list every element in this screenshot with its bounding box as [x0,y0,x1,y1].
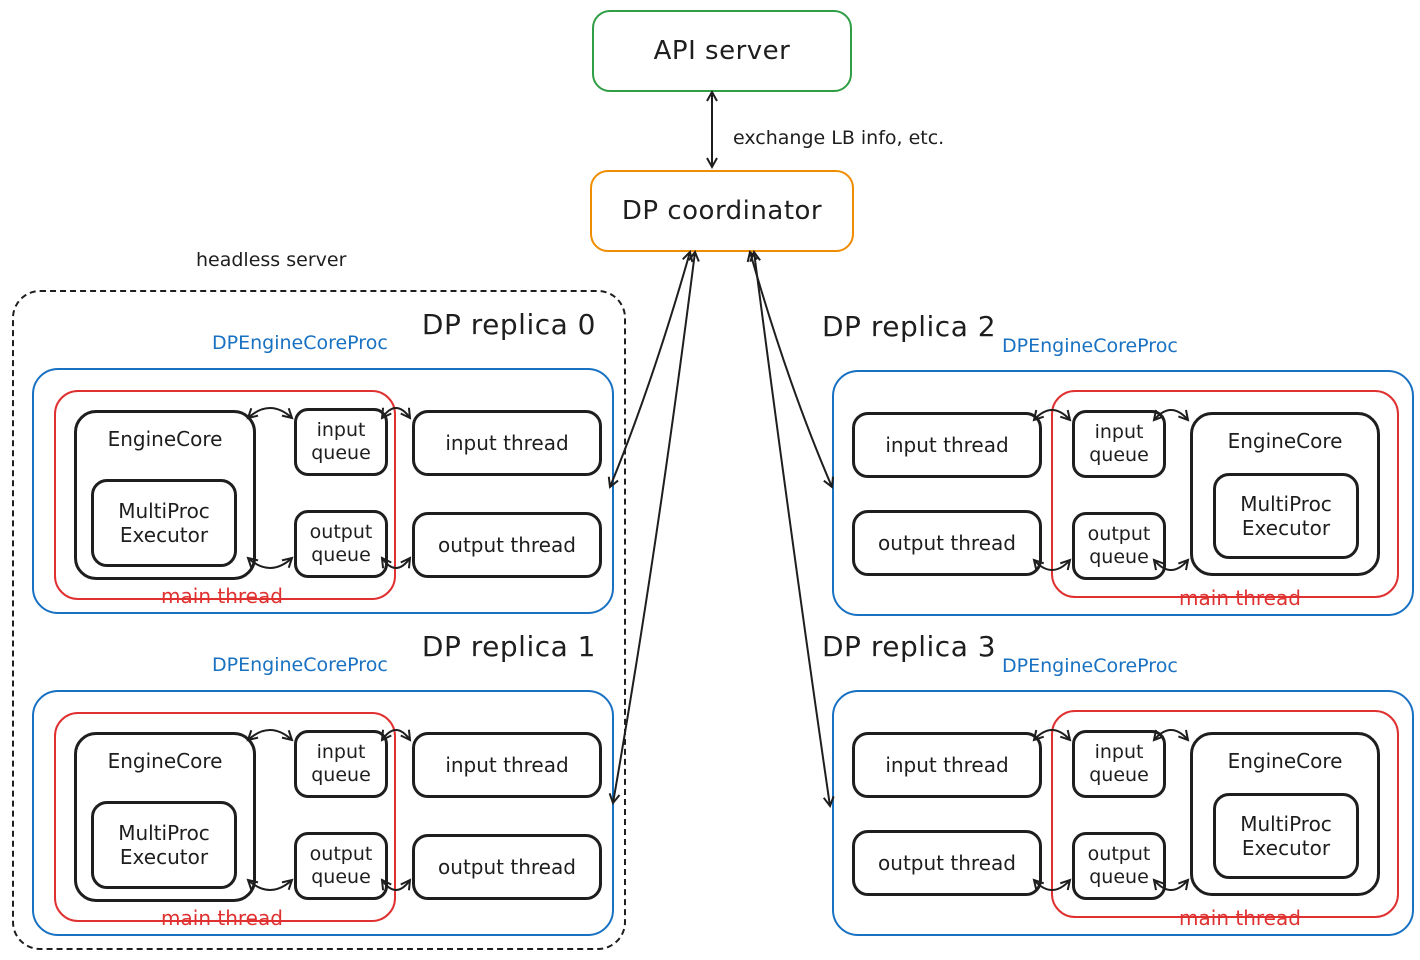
engine-core-box: EngineCore MultiProc Executor [1190,412,1380,576]
engine-core-label: EngineCore [1227,429,1343,453]
dpenginecoreproc-label: DPEngineCoreProc [212,332,388,354]
input-queue-box: input queue [1072,730,1166,798]
engine-core-box: EngineCore MultiProc Executor [74,410,256,580]
main-thread-frame [54,712,396,922]
replica-title: DP replica 3 [822,630,997,663]
input-thread-label: input thread [885,433,1009,457]
output-thread-label: output thread [438,855,576,879]
output-queue-box: output queue [1072,832,1166,900]
flow-arrow [746,250,835,489]
engine-core-label: EngineCore [107,427,223,451]
input-queue-box: input queue [1072,410,1166,478]
output-queue-box: output queue [294,510,388,578]
output-queue-label: output queue [1087,523,1151,568]
dp-replica-1: DP replica 1 DPEngineCoreProc EngineCore… [32,630,614,936]
headless-server-label: headless server [196,249,347,271]
output-thread-box: output thread [412,834,602,900]
engine-core-label: EngineCore [1227,749,1343,773]
input-queue-box: input queue [294,730,388,798]
main-thread-label: main thread [161,906,283,930]
multiproc-executor-label: MultiProc Executor [1240,812,1332,860]
output-queue-label: output queue [309,843,373,888]
dpenginecoreproc-label: DPEngineCoreProc [212,654,388,676]
exchange-lb-info-label: exchange LB info, etc. [733,127,945,149]
flow-arrow [749,249,835,809]
main-thread-label: main thread [161,584,283,608]
dpenginecoreproc-label: DPEngineCoreProc [1002,335,1178,357]
output-thread-label: output thread [878,851,1016,875]
replica-title: DP replica 2 [822,310,997,343]
dp-coordinator-box: DP coordinator [590,170,854,252]
output-queue-box: output queue [294,832,388,900]
input-thread-box: input thread [412,410,602,476]
main-thread-label: main thread [1179,906,1301,930]
input-thread-label: input thread [445,753,569,777]
main-thread-frame [54,390,396,600]
input-queue-box: input queue [294,408,388,476]
output-queue-box: output queue [1072,512,1166,580]
input-thread-label: input thread [885,753,1009,777]
input-queue-label: input queue [1089,421,1149,466]
dp-coordinator-label: DP coordinator [621,196,823,226]
replica-title: DP replica 0 [421,308,596,341]
input-queue-label: input queue [311,419,371,464]
dp-replica-0: DP replica 0 DPEngineCoreProc EngineCore… [32,308,614,614]
output-queue-label: output queue [1087,843,1151,888]
output-thread-box: output thread [852,830,1042,896]
multiproc-executor-box: MultiProc Executor [1213,793,1359,879]
dp-replica-3: DP replica 3 DPEngineCoreProc EngineCore… [822,630,1414,936]
multiproc-executor-label: MultiProc Executor [1240,492,1332,540]
input-queue-label: input queue [311,741,371,786]
input-thread-label: input thread [445,431,569,455]
main-thread-frame [1051,390,1399,598]
input-thread-box: input thread [412,732,602,798]
multiproc-executor-box: MultiProc Executor [91,801,237,889]
replica-title: DP replica 1 [421,630,596,663]
multiproc-executor-label: MultiProc Executor [118,499,210,547]
output-thread-box: output thread [852,510,1042,576]
api-server-box: API server [592,10,852,92]
output-thread-box: output thread [412,512,602,578]
multiproc-executor-box: MultiProc Executor [1213,473,1359,559]
main-thread-label: main thread [1179,586,1301,610]
output-thread-label: output thread [878,531,1016,555]
multiproc-executor-label: MultiProc Executor [118,821,210,869]
input-thread-box: input thread [852,732,1042,798]
api-server-label: API server [653,36,791,66]
output-thread-label: output thread [438,533,576,557]
multiproc-executor-box: MultiProc Executor [91,479,237,567]
input-queue-label: input queue [1089,741,1149,786]
input-thread-box: input thread [852,412,1042,478]
dp-replica-2: DP replica 2 DPEngineCoreProc EngineCore… [822,310,1414,616]
engine-core-label: EngineCore [107,749,223,773]
output-queue-label: output queue [309,521,373,566]
main-thread-frame [1051,710,1399,918]
engine-core-box: EngineCore MultiProc Executor [74,732,256,902]
engine-core-box: EngineCore MultiProc Executor [1190,732,1380,896]
dpenginecoreproc-label: DPEngineCoreProc [1002,655,1178,677]
